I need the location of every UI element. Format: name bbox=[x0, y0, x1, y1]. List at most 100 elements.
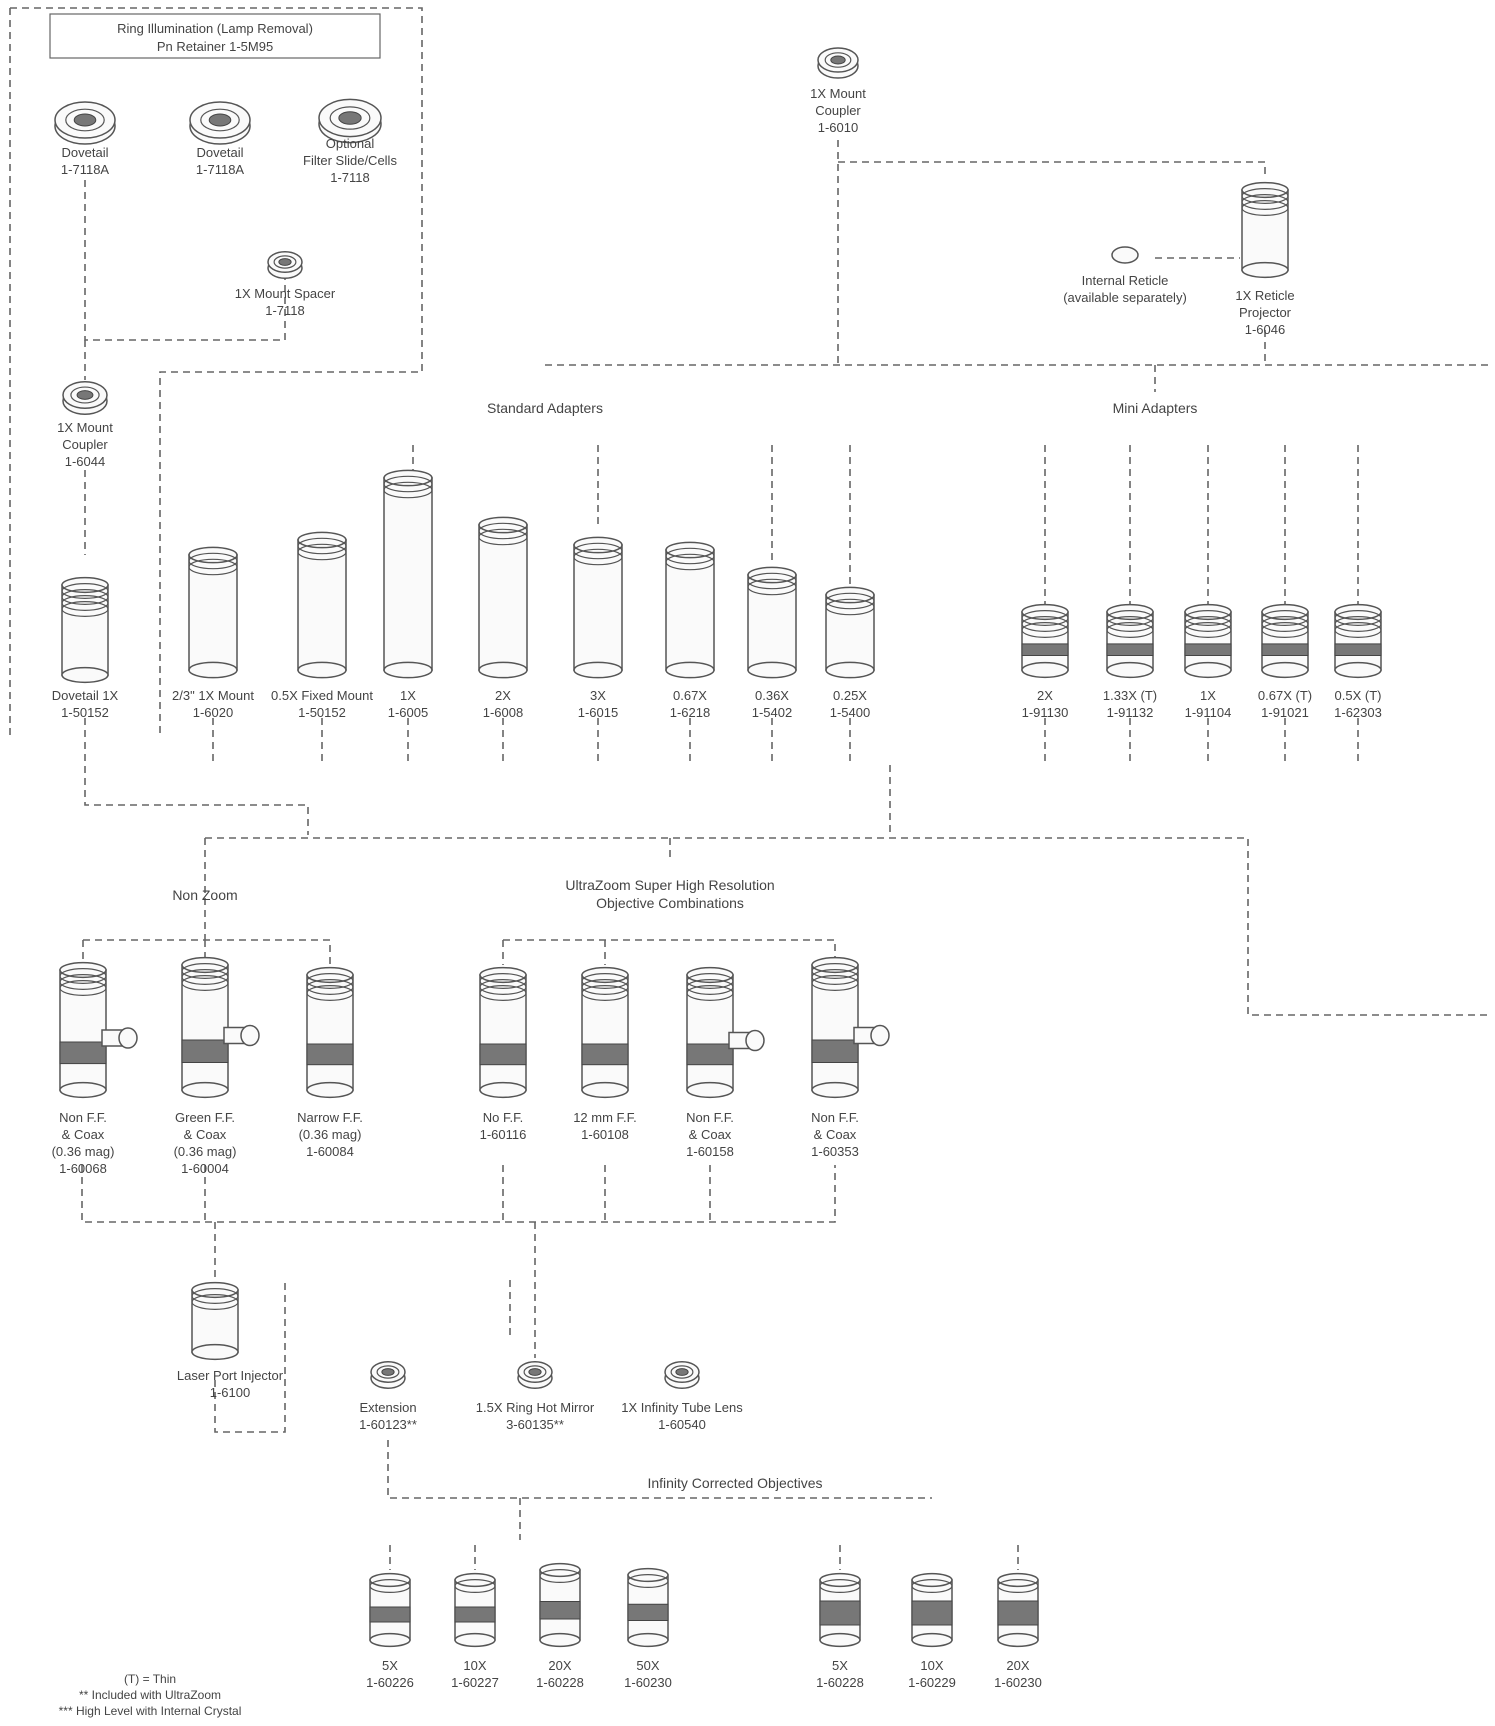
connector-lines bbox=[9, 7, 1490, 1570]
label-objective-right-3-line1: 20X bbox=[1006, 1658, 1029, 1673]
label-standard-adapter-2-line2: 1-50152 bbox=[298, 705, 346, 720]
footnotes: (T) = Thin ** Included with UltraZoom **… bbox=[59, 1672, 242, 1718]
label-standard-adapter-7-line1: 0.36X bbox=[755, 688, 789, 703]
label-standard-adapter-1-line2: 1-6020 bbox=[193, 705, 233, 720]
box-title-line2: Pn Retainer 1-5M95 bbox=[157, 39, 273, 54]
label-zoom-unit-7-line1: Non F.F. bbox=[811, 1110, 859, 1125]
section-ultrazoom-line1: UltraZoom Super High Resolution bbox=[565, 877, 774, 893]
laser-port-injector bbox=[191, 1281, 239, 1361]
label-objective-left-4-line1: 50X bbox=[636, 1658, 659, 1673]
label-infinity-tube-line1: 1X Infinity Tube Lens bbox=[621, 1400, 743, 1415]
label-extension-line1: Extension bbox=[359, 1400, 416, 1415]
label-zoom-unit-3-line1: Narrow F.F. bbox=[297, 1110, 363, 1125]
label-zoom-unit-1-line3: (0.36 mag) bbox=[52, 1144, 115, 1159]
label-standard-adapter-1-line1: 2/3" 1X Mount bbox=[172, 688, 254, 703]
standard-adapter-8 bbox=[825, 586, 875, 679]
objective-left-2 bbox=[454, 1572, 496, 1648]
footnote-thin: (T) = Thin bbox=[124, 1672, 176, 1686]
dovetail-adapter bbox=[61, 576, 109, 684]
objective-right-3 bbox=[997, 1572, 1039, 1648]
infinity-tube-lens bbox=[664, 1361, 700, 1389]
objective-left-4 bbox=[627, 1567, 669, 1648]
zoom-unit-6 bbox=[686, 966, 765, 1099]
label-zoom-unit-5-line2: 1-60108 bbox=[581, 1127, 629, 1142]
footnote-included: ** Included with UltraZoom bbox=[79, 1688, 221, 1702]
standard-adapter-3 bbox=[383, 469, 433, 679]
standard-adapter-2 bbox=[297, 531, 347, 679]
zoom-unit-4 bbox=[479, 966, 527, 1099]
reticle-projector bbox=[1241, 181, 1289, 279]
label-standard-adapter-6-line1: 0.67X bbox=[673, 688, 707, 703]
label-objective-right-2-line1: 10X bbox=[920, 1658, 943, 1673]
label-spacer-line2: 1-7118 bbox=[265, 303, 305, 318]
mini-adapter-5 bbox=[1334, 603, 1382, 679]
label-standard-adapter-3-line1: 1X bbox=[400, 688, 416, 703]
section-standard-adapters: Standard Adapters bbox=[487, 400, 603, 416]
mount-spacer bbox=[267, 251, 303, 279]
dovetail-ring-a bbox=[54, 101, 116, 145]
standard-adapter-5 bbox=[573, 536, 623, 679]
label-standard-adapter-8-line2: 1-5400 bbox=[830, 705, 870, 720]
label-objective-left-1-line2: 1-60226 bbox=[366, 1675, 414, 1690]
label-zoom-unit-2-line3: (0.36 mag) bbox=[174, 1144, 237, 1159]
label-objective-right-1-line2: 1-60228 bbox=[816, 1675, 864, 1690]
zoom-unit-5 bbox=[581, 966, 629, 1099]
label-standard-adapter-2-line1: 0.5X Fixed Mount bbox=[271, 688, 373, 703]
label-objective-left-3-line1: 20X bbox=[548, 1658, 571, 1673]
label-zoom-unit-5-line1: 12 mm F.F. bbox=[573, 1110, 637, 1125]
mini-adapter-4 bbox=[1261, 603, 1309, 679]
parts-layer bbox=[54, 47, 1382, 1648]
label-objective-left-2-line1: 10X bbox=[463, 1658, 486, 1673]
label-objective-left-1-line1: 5X bbox=[382, 1658, 398, 1673]
label-objective-left-3-line2: 1-60228 bbox=[536, 1675, 584, 1690]
standard-adapter-4 bbox=[478, 516, 528, 679]
extension-ring bbox=[370, 1361, 406, 1389]
label-zoom-unit-3-line2: (0.36 mag) bbox=[299, 1127, 362, 1142]
label-ring-c-line2: Filter Slide/Cells bbox=[303, 153, 397, 168]
label-coupler-line2: Coupler bbox=[815, 103, 861, 118]
mount-coupler-left bbox=[62, 381, 108, 415]
label-zoom-unit-4-line1: No F.F. bbox=[483, 1110, 523, 1125]
label-ring-a-line1: Dovetail bbox=[62, 145, 109, 160]
objective-left-3 bbox=[539, 1562, 581, 1648]
box-title-line1: Ring Illumination (Lamp Removal) bbox=[117, 21, 313, 36]
label-ring-c-line1: Optional bbox=[326, 136, 375, 151]
label-zoom-unit-4-line2: 1-60116 bbox=[480, 1127, 527, 1142]
label-mini-adapter-2-pn: 1-91132 bbox=[1107, 705, 1154, 720]
label-mini-adapter-3-pn: 1-91104 bbox=[1185, 705, 1232, 720]
mount-coupler-top bbox=[817, 47, 859, 79]
labels: Ring Illumination (Lamp Removal) Pn Reta… bbox=[49, 13, 1198, 1491]
label-objective-left-4-line2: 1-60230 bbox=[624, 1675, 672, 1690]
zoom-unit-3 bbox=[306, 966, 354, 1099]
zoom-unit-1 bbox=[59, 961, 138, 1099]
objective-right-1 bbox=[819, 1572, 861, 1648]
label-reticle-line1: Internal Reticle bbox=[1082, 273, 1169, 288]
label-extension-line2: 1-60123** bbox=[359, 1417, 417, 1432]
box-title-frame bbox=[49, 13, 381, 59]
label-mini-adapter-4-name: 0.67X (T) bbox=[1258, 688, 1312, 703]
label-projector-line2: Projector bbox=[1239, 305, 1292, 320]
label-objective-right-3-line2: 1-60230 bbox=[994, 1675, 1042, 1690]
label-left-coupler-line2: Coupler bbox=[62, 437, 108, 452]
zoom-unit-2 bbox=[181, 956, 260, 1099]
section-mini-adapters: Mini Adapters bbox=[1113, 400, 1198, 416]
reticle-disk bbox=[1111, 246, 1139, 264]
objective-right-2 bbox=[911, 1572, 953, 1648]
label-zoom-unit-6-line3: 1-60158 bbox=[686, 1144, 734, 1159]
label-mini-adapter-1-pn: 1-91130 bbox=[1022, 705, 1069, 720]
label-standard-adapter-3-line2: 1-6005 bbox=[388, 705, 428, 720]
label-ring-c-line3: 1-7118 bbox=[330, 170, 370, 185]
label-zoom-unit-2-line2: & Coax bbox=[184, 1127, 227, 1142]
label-ring-b-line1: Dovetail bbox=[197, 145, 244, 160]
label-filter-line1: 1.5X Ring Hot Mirror bbox=[476, 1400, 595, 1415]
label-ring-b-line2: 1-7118A bbox=[196, 162, 245, 177]
label-standard-adapter-6-line2: 1-6218 bbox=[670, 705, 710, 720]
label-zoom-unit-7-line2: & Coax bbox=[814, 1127, 857, 1142]
dovetail-ring-b bbox=[189, 101, 251, 145]
label-objective-right-1-line1: 5X bbox=[832, 1658, 848, 1673]
label-standard-adapter-4-line2: 1-6008 bbox=[483, 705, 523, 720]
label-coupler-line1: 1X Mount bbox=[810, 86, 866, 101]
label-standard-adapter-4-line1: 2X bbox=[495, 688, 511, 703]
label-standard-adapter-8-line1: 0.25X bbox=[833, 688, 867, 703]
label-objective-left-2-line2: 1-60227 bbox=[451, 1675, 499, 1690]
